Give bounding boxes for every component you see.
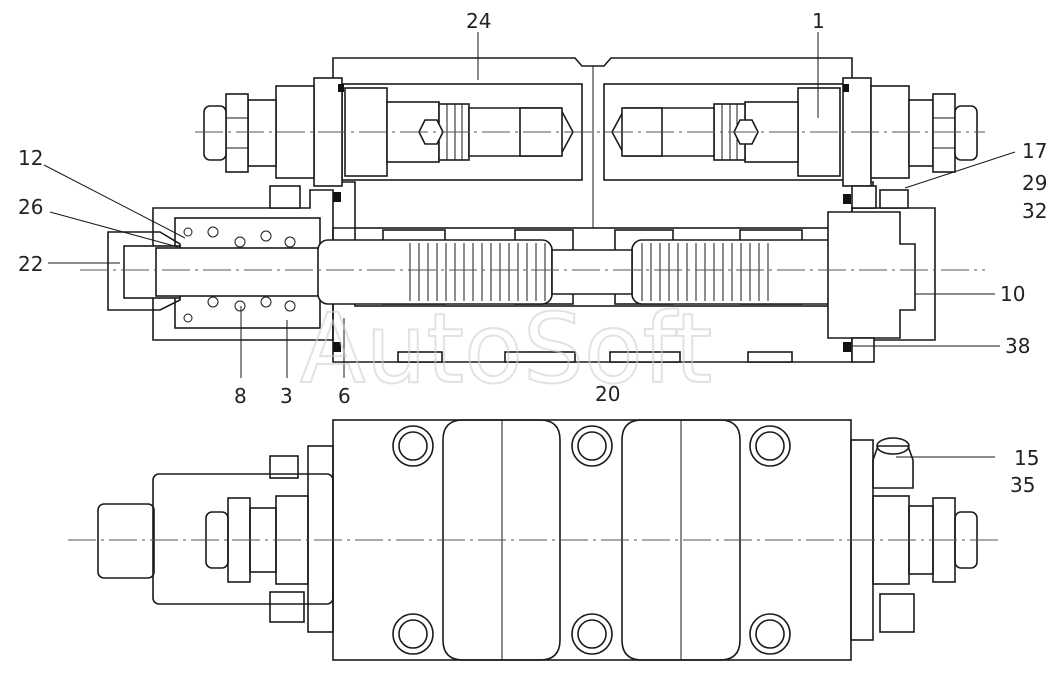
- callout-15: 15: [1014, 446, 1039, 470]
- seals: [333, 84, 851, 352]
- watermark: AutoSoft: [300, 293, 712, 405]
- bolt-head: [749, 613, 791, 655]
- callout-3: 3: [280, 384, 293, 408]
- bolt-head: [398, 619, 428, 649]
- left-spring-housing: [107, 185, 334, 341]
- bolt-head: [398, 431, 428, 461]
- bolt-head: [749, 425, 791, 467]
- bolt-head: [392, 613, 434, 655]
- bolt-head: [392, 425, 434, 467]
- sectional-view: [80, 57, 985, 363]
- mounting-bolts: [392, 425, 791, 655]
- callout-26: 26: [18, 195, 43, 219]
- bolt-head: [755, 619, 785, 649]
- bolt-head: [577, 431, 607, 461]
- callout-35: 35: [1010, 473, 1035, 497]
- bolt-head: [577, 619, 607, 649]
- callout-8: 8: [234, 384, 247, 408]
- callout-20: 20: [595, 382, 620, 406]
- external-view: [68, 419, 1000, 661]
- right-end-cap: [827, 185, 936, 363]
- callout-32: 32: [1022, 199, 1047, 223]
- callout-24: 24: [466, 9, 491, 33]
- callout-22: 22: [18, 252, 43, 276]
- spool-land-grooves: [409, 243, 769, 301]
- leader-lines: [43, 32, 1016, 458]
- bolt-head: [571, 425, 613, 467]
- callout-12: 12: [18, 146, 43, 170]
- callout-17: 17: [1022, 139, 1047, 163]
- callout-1: 1: [812, 9, 825, 33]
- callout-38: 38: [1005, 334, 1030, 358]
- bolt-head: [755, 431, 785, 461]
- spool: [317, 239, 863, 305]
- callout-29: 29: [1022, 171, 1047, 195]
- callout-10: 10: [1000, 282, 1025, 306]
- callout-6: 6: [338, 384, 351, 408]
- bolt-head: [571, 613, 613, 655]
- callout-labels: 24 1 12 26 22 17 29 32 10 38 8 3 6 20 15…: [18, 9, 1047, 497]
